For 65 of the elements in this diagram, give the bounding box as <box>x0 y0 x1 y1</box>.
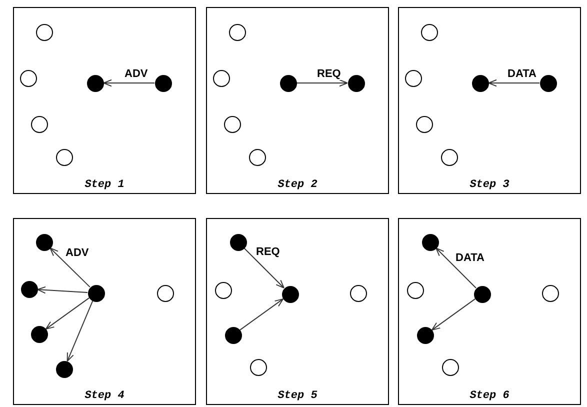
step-panel <box>206 7 389 194</box>
filled-node-circle <box>154 74 172 92</box>
empty-node-circle <box>30 116 48 132</box>
filled-node-circle <box>36 234 52 250</box>
empty-node-circle <box>416 116 432 132</box>
arrow <box>239 298 284 331</box>
empty-node-circle <box>228 24 246 40</box>
empty-node-circle <box>156 284 174 302</box>
step-caption: Step 1 <box>84 179 124 192</box>
step-panel <box>398 218 581 405</box>
empty-node-circle <box>350 284 366 302</box>
arrow <box>436 248 476 288</box>
step-panel <box>13 7 196 194</box>
arrow <box>66 300 94 362</box>
empty-node-circle <box>404 70 422 86</box>
empty-node-circle <box>442 358 458 376</box>
arrow <box>45 297 90 330</box>
edge-label: DATA <box>506 68 538 80</box>
filled-node-circle <box>422 234 438 250</box>
filled-node-circle <box>280 74 296 92</box>
empty-node-circle <box>420 24 438 40</box>
filled-node-circle <box>472 74 488 92</box>
step-caption: Step 5 <box>278 390 318 403</box>
filled-node-circle <box>86 74 104 92</box>
empty-node-circle <box>56 148 72 166</box>
filled-node-circle <box>416 326 434 344</box>
arrow <box>36 286 88 294</box>
edge-label: REQ <box>255 246 281 258</box>
step-caption: Step 2 <box>278 179 318 192</box>
empty-node-circle <box>214 282 232 298</box>
edge-label: REQ <box>316 68 342 80</box>
step-panel <box>398 7 581 194</box>
edge-label: ADV <box>64 247 90 259</box>
empty-node-circle <box>224 116 240 132</box>
filled-node-circle <box>230 234 246 250</box>
edge-label: ADV <box>124 68 149 80</box>
filled-node-circle <box>348 74 364 92</box>
step-caption: Step 6 <box>470 390 510 403</box>
empty-node-circle <box>250 358 266 376</box>
arrow <box>50 247 90 288</box>
arrow <box>244 248 284 288</box>
empty-node-circle <box>248 148 266 166</box>
arrow <box>488 79 540 87</box>
filled-node-circle <box>282 286 298 302</box>
arrow <box>103 79 155 87</box>
step-caption: Step 4 <box>84 390 124 403</box>
empty-node-circle <box>20 70 36 86</box>
empty-node-circle <box>36 24 52 40</box>
arrow <box>431 298 476 331</box>
empty-node-circle <box>440 148 458 166</box>
empty-node-circle <box>212 70 230 86</box>
filled-node-circle <box>88 284 104 302</box>
step-panel <box>13 218 196 405</box>
edge-label: DATA <box>454 252 486 264</box>
empty-node-circle <box>542 284 558 302</box>
filled-node-circle <box>224 326 242 344</box>
filled-node-circle <box>56 360 72 378</box>
step-panel <box>206 218 389 405</box>
empty-node-circle <box>406 282 424 298</box>
filled-node-circle <box>30 326 48 342</box>
filled-node-circle <box>20 280 38 298</box>
arrow <box>296 79 348 87</box>
filled-node-circle <box>474 286 490 302</box>
filled-node-circle <box>540 74 556 92</box>
step-caption: Step 3 <box>470 179 510 192</box>
